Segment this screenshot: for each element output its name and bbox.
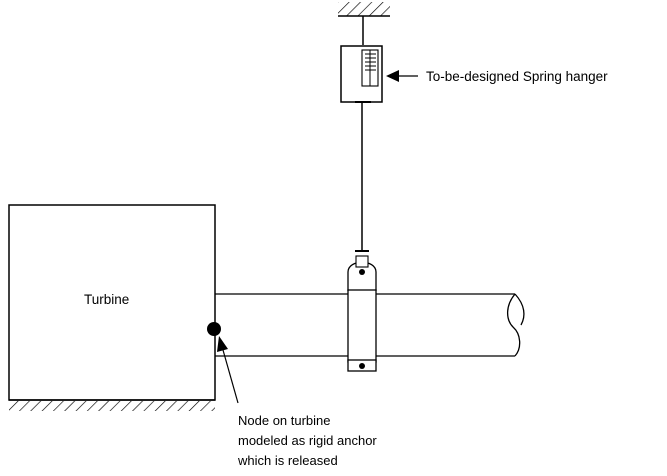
pipe-clamp (347, 255, 377, 372)
anchor-node (207, 322, 221, 336)
turbine-foundation (9, 399, 215, 411)
node-label-line3: which is released (237, 453, 338, 468)
ceiling-support (338, 2, 390, 17)
turbine-label: Turbine (84, 292, 129, 307)
node-arrow (217, 336, 239, 404)
turbine-body (8, 204, 216, 401)
spring-hanger-label: To-be-designed Spring hanger (426, 69, 608, 84)
spring-hanger (340, 45, 383, 103)
node-label-line2: modeled as rigid anchor (238, 433, 377, 448)
spring-hanger-arrow (386, 70, 418, 82)
node-label-line1: Node on turbine (238, 413, 331, 428)
